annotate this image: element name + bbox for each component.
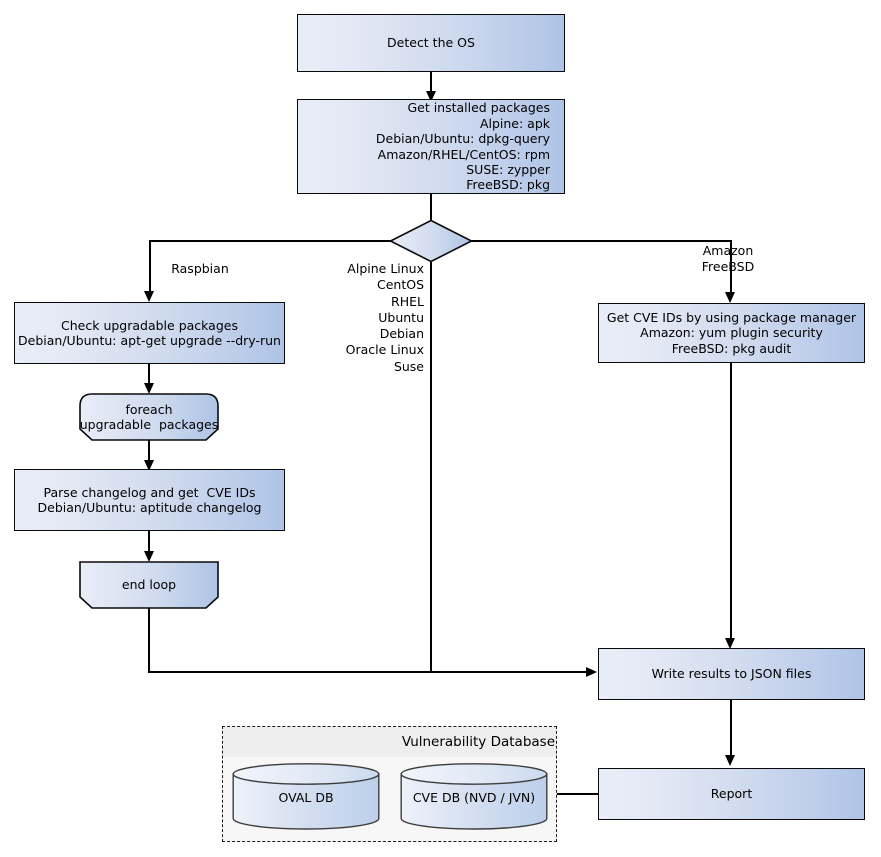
edge-vulndb-to-report [557, 793, 599, 795]
node-report[interactable]: Report [598, 768, 865, 820]
node-foreach-loop-label: foreach upgradable packages [79, 401, 219, 433]
edge-decision-middle-vertical [430, 261, 432, 672]
arrowhead-write-results-to-report [725, 755, 736, 766]
node-get-installed-packages[interactable]: Get installed packages Alpine: apk Debia… [297, 99, 565, 194]
edge-decision-left-vertical [149, 240, 151, 293]
arrowhead-getcve-to-write-results [725, 638, 736, 649]
edge-decision-right-horizontal [470, 240, 731, 242]
arrowhead-to-write-results [586, 666, 597, 677]
edge-endloop-down [148, 608, 150, 672]
edge-packages-to-decision [430, 194, 432, 221]
arrowhead-check-to-foreach [143, 383, 154, 394]
node-detect-the-os-label: Detect the OS [387, 35, 475, 51]
node-get-cve-ids[interactable]: Get CVE IDs by using package manager Ama… [598, 303, 865, 363]
edge-decision-right-vertical [730, 240, 732, 294]
edge-bottom-rail-to-write-results [148, 671, 592, 673]
arrowhead-decision-to-check-upgradable [144, 291, 155, 302]
edge-check-to-foreach [148, 364, 150, 385]
edge-detect-to-packages [430, 72, 432, 99]
node-end-loop[interactable] [79, 561, 219, 609]
node-os-decision[interactable] [388, 219, 474, 263]
node-foreach-loop[interactable] [79, 393, 219, 441]
edge-label-middle-distros: Alpine Linux CentOS RHEL Ubuntu Debian O… [345, 261, 424, 374]
node-write-results-label: Write results to JSON files [651, 666, 812, 682]
cylinder-oval-db-label: OVAL DB [278, 789, 334, 805]
node-end-loop-label: end loop [121, 577, 177, 593]
arrowhead-foreach-to-parse [143, 460, 154, 471]
cylinder-cve-db[interactable] [400, 763, 548, 830]
cylinder-oval-db[interactable] [232, 763, 380, 830]
edge-label-raspbian: Raspbian [171, 261, 229, 276]
node-write-results[interactable]: Write results to JSON files [598, 648, 865, 700]
node-detect-the-os[interactable]: Detect the OS [297, 14, 565, 72]
vulnerability-database-title-bar: Vulnerability Database [223, 727, 556, 757]
edge-foreach-to-parse [148, 440, 150, 462]
node-parse-changelog[interactable]: Parse changelog and get CVE IDs Debian/U… [14, 469, 285, 531]
arrowhead-detect-to-packages [425, 91, 436, 102]
edge-decision-left-horizontal [149, 240, 391, 242]
node-get-installed-packages-label: Get installed packages Alpine: apk Debia… [375, 100, 550, 193]
arrowhead-parse-to-endloop [143, 551, 154, 562]
cylinder-cve-db-label: CVE DB (NVD / JVN) [412, 789, 536, 805]
node-parse-changelog-label: Parse changelog and get CVE IDs Debian/U… [37, 484, 262, 515]
node-report-label: Report [710, 786, 753, 802]
vulnerability-database-title: Vulnerability Database [401, 734, 555, 750]
node-check-upgradable-packages[interactable]: Check upgradable packages Debian/Ubuntu:… [14, 302, 285, 364]
node-get-cve-ids-label: Get CVE IDs by using package manager Ama… [606, 309, 857, 356]
arrowhead-decision-to-get-cve-ids [725, 292, 736, 303]
edge-parse-to-endloop [148, 531, 150, 552]
edge-getcve-to-write-results [730, 363, 732, 643]
edge-label-right-distros: Amazon FreeBSD [701, 243, 755, 275]
node-check-upgradable-packages-label: Check upgradable packages Debian/Ubuntu:… [18, 317, 281, 348]
edge-write-results-to-report [730, 700, 732, 759]
